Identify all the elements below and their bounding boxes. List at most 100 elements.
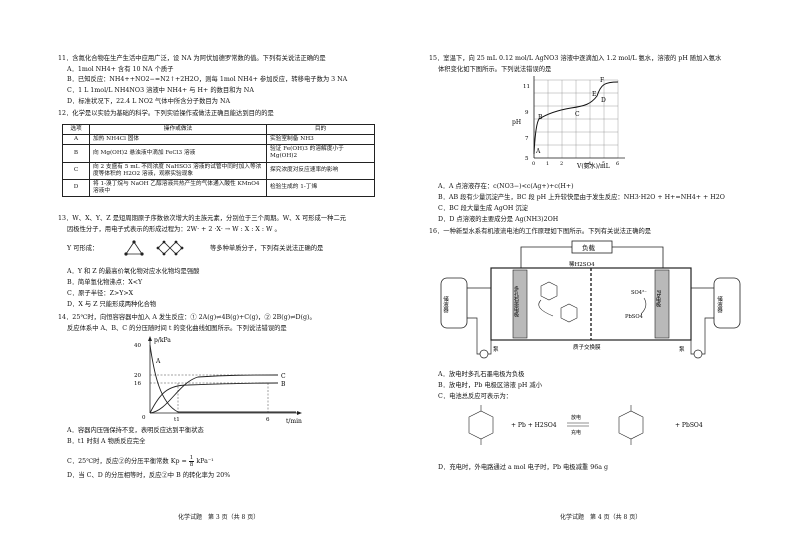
curve-b [149, 382, 279, 414]
q11-stem: 11．含氮化合物在生产生活中应用广泛，设 NA 为阿伏加德罗常数的值。下列有关说… [58, 55, 326, 62]
q14-option-d: D．当 C、D 的分压相等时，反应②中 B 的转化率为 20% [67, 472, 231, 479]
graphite-electrode-label: 多孔石墨电极 [513, 285, 519, 319]
equation-middle: + Pb + H2SO4 [511, 422, 557, 429]
table-cell: A [62, 134, 90, 146]
x-tick-label: 1 [546, 161, 549, 167]
arrow-top-label: 放电 [571, 414, 581, 421]
x-tick-label: 6 [266, 417, 270, 423]
acid-label: 稀H2SO4 [569, 260, 595, 268]
point-label-d: D [601, 97, 606, 104]
left-reservoir-label: 储液器 [442, 295, 449, 314]
right-reservoir-label: 储液器 [716, 295, 723, 314]
q14-option-a: A．容器内压强保持不变，表明反应达到平衡状态 [67, 427, 204, 434]
table-header: 目的 [266, 123, 375, 136]
table-header-row: 选项 操作或做法 目的 [62, 123, 375, 136]
right-footer: 化学试题 第 4 页（共 8 页） [560, 514, 642, 521]
q13-option-d: D．X 与 Z 只能形成两种化合物 [67, 301, 157, 308]
q11-option-a: A．1mol NH4+ 含有 10 NA 个质子 [67, 66, 174, 73]
q15-option-c: C．BC 段大量生成 AgOH 沉淀 [438, 205, 528, 212]
left-reservoir [440, 277, 468, 329]
table-cell: D [62, 178, 90, 198]
q13-option-b: B．简单氢化物沸点：X<Y [67, 279, 143, 286]
curve-a [149, 344, 296, 413]
q14-option-b: B．t1 时刻 A 物质反应完全 [67, 438, 146, 445]
y-tick-label: 20 [134, 373, 141, 379]
point-label-e: E [592, 91, 596, 98]
x-axis-label: t/min [286, 418, 302, 425]
product-structure [618, 405, 644, 445]
point-label-f: F [600, 77, 604, 84]
kp-denominator: 8 [189, 462, 194, 469]
q13-option-a: A．Y 和 Z 的最高价氧化物对应水化物均是强酸 [67, 268, 200, 275]
table-cell: 加热 NH4Cl 固体 [89, 134, 267, 146]
equation-right: + PbSO4 [675, 422, 703, 429]
series-label-a: A [155, 358, 161, 365]
q14-option-c-text: C．25℃时，反应②的分压平衡常数 Kp = [67, 458, 189, 466]
x-tick-label: 2 [560, 161, 563, 167]
left-pump-label: 泵 [493, 346, 499, 353]
q11-option-d: D．标准状况下，22.4 L NO2 气体中所含分子数目为 NA [67, 98, 231, 105]
left-footer: 化学试题 第 3 页（共 8 页） [178, 514, 260, 521]
ion-label-1: SO4²⁻ [631, 290, 647, 296]
table-cell: 向 Mg(OH)2 悬浊液中滴加 FeCl3 溶液 [89, 144, 267, 163]
q13-stem-line3b: 等多种单质分子，下列有关说法正确的是 [210, 245, 324, 252]
kp-unit: kPa⁻¹ [196, 458, 214, 466]
ph-curve [533, 81, 619, 155]
x-tick-label: 0 [532, 161, 535, 167]
q15-option-b: B．AB 段有少量沉淀产生，BC 段 pH 上升较快是由于发生反应：NH3·H2… [438, 194, 725, 201]
q15-option-a: A．A 点溶液存在：c(NO3−)<c(Ag+)+c(H+) [438, 183, 574, 190]
point-label-c: C [575, 111, 580, 118]
right-pump-icon [693, 349, 703, 359]
point-label-a: A [535, 148, 541, 155]
q16-option-d: D．充电时，外电路通过 a mol 电子时，Pb 电极减重 96a g [438, 464, 608, 471]
point-label-b: B [538, 114, 543, 121]
y-tick-label: 5 [525, 156, 529, 162]
ion-label-2: PbSO4 [625, 314, 644, 320]
q15-option-d: D．D 点溶液的主要成分是 Ag(NH3)2OH [438, 216, 559, 223]
pb-electrode-label: Pb电极 [655, 290, 661, 309]
y-tick-label: 16 [134, 381, 141, 387]
y-tick-label: 40 [134, 343, 141, 349]
load-label: 负载 [582, 243, 596, 252]
pb-electrode [654, 269, 670, 339]
reaction-arrow [538, 299, 554, 317]
q11-option-b: B．已知反应：NH4++NO2−=N2↑+2H2O，则每 1mol NH4+ 参… [67, 76, 348, 83]
table-cell: 检验生成的 1-丁烯 [266, 178, 375, 198]
table-cell: 将 1-溴丁烷与 NaOH 乙醇溶液共热产生的气体通入酸性 KMnO4 溶液中 [89, 178, 267, 198]
table-row: B 向 Mg(OH)2 悬浊液中滴加 FeCl3 溶液 验证 Fe(OH)3 的… [62, 144, 375, 163]
table-cell: 向 2 支盛有 5 mL 不同浓度 NaHSO3 溶液的试管中同时加入等浓度等体… [89, 161, 267, 180]
membrane-label: 质子交换膜 [573, 343, 601, 351]
q14-stem-line1: 14．25℃时，向恒容容器中加入 A 发生反应：① 2A(g)⇌4B(g)+C(… [58, 314, 316, 321]
right-pump-label: 泵 [679, 346, 685, 353]
table-header: 操作或做法 [89, 123, 267, 136]
y-axis-label: pH [512, 119, 521, 126]
table-row: C 向 2 支盛有 5 mL 不同浓度 NaHSO3 溶液的试管中同时加入等浓度… [62, 161, 375, 180]
y-tick-label: 9 [525, 110, 529, 116]
x-tick-label: 4 [588, 161, 591, 167]
table-cell: 验证 Fe(OH)3 的溶解度小于 Mg(OH)2 [266, 144, 375, 163]
x-tick-label: 6 [616, 161, 619, 167]
q11-option-c: C．1 L 1mol/L NH4NO3 溶液中 NH4+ 与 H+ 的数目和为 … [67, 87, 254, 94]
x-axis-label: V(氨水)/mL [576, 162, 610, 170]
table-cell: 探究浓度对反应速率的影响 [266, 161, 375, 180]
y-tick-label: 11 [523, 84, 530, 90]
q13-stem-line2: 因极性分子，用电子式表示的形成过程为：2W· + 2 ·X· → W : X :… [67, 226, 281, 233]
grid [533, 79, 619, 159]
q15-ph-chart: pH V(氨水)/mL 11 9 7 5 0 1 2 4 5 6 A B C D… [512, 76, 625, 170]
q15-stem-line1: 15．室温下，向 25 mL 0.12 mol/L AgNO3 溶液中逐滴加入 … [429, 55, 722, 62]
table-cell: B [62, 144, 90, 163]
q14-stem-line2: 反应体系中 A、B、C 的分压随时间 t 的变化曲线如图所示。下列说法错误的是 [67, 325, 287, 332]
series-label-b: B [281, 381, 286, 388]
x-tick-label: t1 [174, 417, 180, 423]
table-header: 选项 [62, 123, 90, 136]
quinone-molecules [540, 281, 578, 323]
q14-pressure-chart: p/kPa t/min 40 20 16 0 t1 6 A B C [134, 336, 302, 425]
q16-total-reaction: + Pb + H2SO4 放电 充电 + PbSO4 [468, 405, 703, 445]
x-tick-label: 5 [602, 161, 605, 167]
q16-option-c: C．电池总反应可表示为： [438, 393, 513, 400]
table-cell: C [62, 161, 90, 180]
y-axis-label: p/kPa [154, 337, 171, 344]
q16-battery-diagram: 负载 多孔石墨电极 Pb电极 稀H2SO4 质子交换膜 SO4²⁻ PbSO4 … [440, 240, 741, 359]
